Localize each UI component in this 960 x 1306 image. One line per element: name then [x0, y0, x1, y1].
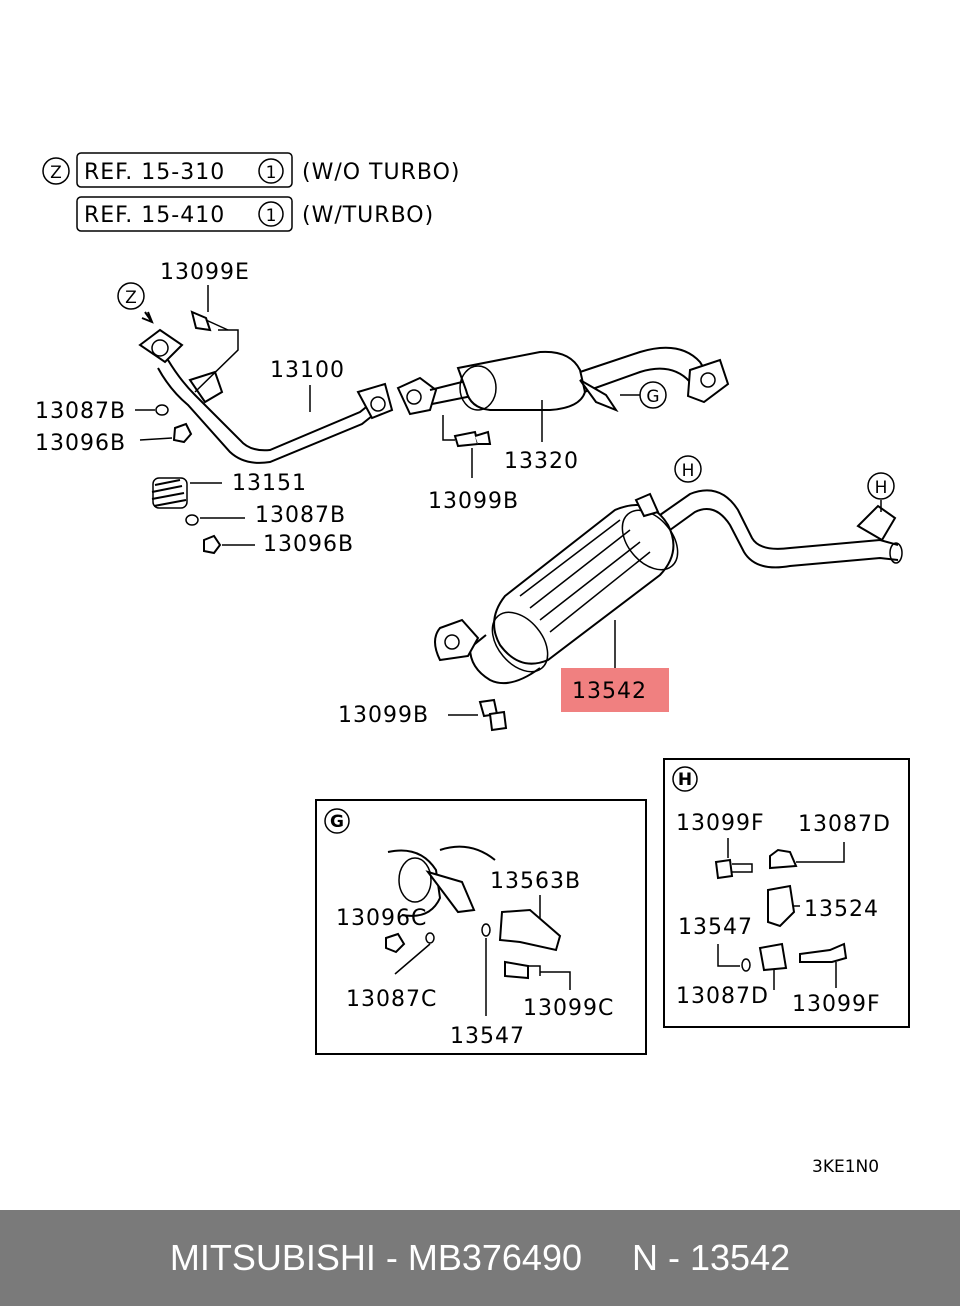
washer-icon	[155, 404, 169, 416]
pipe-bracket	[188, 370, 224, 404]
detail-h-label-13547: 13547	[678, 915, 753, 940]
z-connector-circle	[117, 282, 145, 310]
highlight-box	[561, 668, 669, 712]
washer-icon	[741, 958, 751, 972]
detail-g-label-13547: 13547	[450, 1024, 525, 1049]
nut-icon	[172, 422, 193, 444]
detail-h-label-13099F-a: 13099F	[676, 811, 765, 836]
bracket-icon	[767, 884, 796, 928]
arrow-icon	[141, 311, 154, 324]
ref-2-note: (W/TURBO)	[302, 203, 434, 228]
spring-13151[interactable]	[151, 477, 188, 509]
catalytic-converter-13320[interactable]	[396, 346, 730, 416]
ref-1-circle	[258, 158, 284, 184]
bracket-icon	[758, 942, 788, 972]
bolt-icon	[453, 430, 480, 448]
bolt-13099E[interactable]	[190, 310, 239, 393]
washer-icon	[185, 514, 199, 526]
footer-brand-part: MITSUBISHI - MB376490	[169, 1237, 582, 1278]
detail-h-label-13087D-b: 13087D	[676, 984, 769, 1009]
ref-1-text: REF. 15-310	[84, 160, 225, 185]
label-13100: 13100	[270, 358, 345, 383]
ref-header: Z REF. 15-310 1 (W/O TURBO) REF. 15-410 …	[42, 152, 461, 232]
detail-g-panel: G 13563B 13096C 13087C 13099C 13547	[315, 799, 647, 1055]
ref-2-text: REF. 15-410	[84, 203, 225, 228]
diagram-code: 3KE1N0	[812, 1157, 879, 1177]
ref-1-circle-num: 1	[266, 163, 277, 183]
footer-bar: MITSUBISHI - MB376490 N - 13542	[0, 1210, 960, 1306]
nut-icon	[203, 534, 222, 555]
g-marker-letter: G	[646, 387, 659, 407]
ref-1-note: (W/O TURBO)	[302, 160, 461, 185]
detail-g-label-13096C: 13096C	[336, 906, 427, 931]
ref-box-1[interactable]	[76, 152, 293, 188]
ref-2-circle	[258, 201, 284, 227]
label-13087B-b: 13087B	[255, 503, 346, 528]
detail-h-panel: H 13099F 13087D 13524 13547 13087D 13099…	[663, 758, 910, 1028]
h-marker-letter-2: H	[875, 478, 888, 498]
label-13096B-b: 13096B	[263, 532, 354, 557]
detail-g-label-13099C: 13099C	[523, 996, 614, 1021]
front-pipe-13100[interactable]: Z	[117, 282, 394, 464]
detail-h-tag: H	[678, 770, 692, 790]
h-marker-circle-2	[867, 472, 895, 500]
front-flange	[138, 328, 184, 364]
z-ref-circle	[42, 157, 70, 185]
label-13099B-a: 13099B	[428, 489, 519, 514]
label-13320: 13320	[504, 449, 579, 474]
label-13099B-b: 13099B	[338, 703, 429, 728]
z-ref-letter: Z	[50, 163, 62, 183]
bracket-icon	[769, 848, 798, 870]
bolt-icon	[714, 858, 734, 880]
label-13151: 13151	[232, 471, 307, 496]
rear-flange	[356, 382, 394, 420]
ref-2-circle-num: 1	[266, 206, 277, 226]
h-marker-circle	[674, 455, 702, 483]
label-13087B-a: 13087B	[35, 399, 126, 424]
bolt-icon	[799, 942, 848, 963]
label-13099E: 13099E	[160, 260, 250, 285]
label-13096B-a: 13096B	[35, 431, 126, 456]
footer-ref: N - 13542	[632, 1237, 791, 1278]
detail-g-tag: G	[330, 812, 344, 832]
footer-spacer	[582, 1237, 632, 1279]
detail-h-label-13524: 13524	[804, 897, 879, 922]
z-connector-letter: Z	[125, 288, 137, 308]
detail-h-label-13087D-a: 13087D	[798, 812, 891, 837]
main-muffler-13542[interactable]	[434, 489, 903, 684]
ref-box-2[interactable]	[76, 196, 293, 232]
detail-h-label-13099F-b: 13099F	[792, 992, 881, 1017]
h-marker-letter: H	[682, 461, 695, 481]
detail-g-label-13087C: 13087C	[346, 987, 437, 1012]
label-13542[interactable]: 13542	[572, 679, 647, 704]
exhaust-parts-diagram: Z REF. 15-310 1 (W/O TURBO) REF. 15-410 …	[35, 152, 910, 1177]
detail-g-label-13563B: 13563B	[490, 869, 581, 894]
